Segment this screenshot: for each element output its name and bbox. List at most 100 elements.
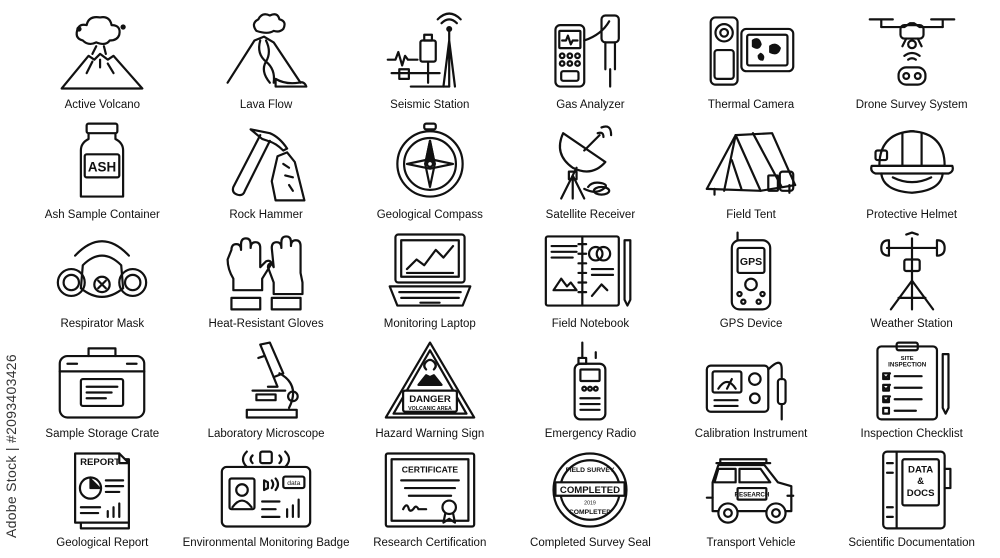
microscope-icon [218, 339, 314, 423]
gps-icon: GPS [703, 229, 799, 313]
grid-item-emergency-radio: Emergency Radio [510, 337, 671, 447]
item-label: Inspection Checklist [860, 427, 963, 440]
badge-data-text: data [287, 481, 300, 488]
grid-item-calibration-instrument: Calibration Instrument [671, 337, 832, 447]
grid-item-geological-report: REPORT Geological Report [22, 446, 183, 556]
item-label: Hazard Warning Sign [375, 427, 485, 440]
item-label: Sample Storage Crate [45, 427, 160, 440]
binder-docs-text: DOCS [906, 488, 934, 499]
item-label: Geological Report [56, 537, 149, 550]
grid-item-heat-resistant-gloves: Heat-Resistant Gloves [183, 227, 350, 337]
gas-analyzer-icon [542, 10, 638, 94]
item-label: Calibration Instrument [694, 427, 808, 440]
item-label: Research Certification [373, 537, 487, 550]
seal-icon: FIELD SURVEY COMPLETED 2019 COMPLETED [542, 448, 638, 532]
grid-item-rock-hammer: Rock Hammer [183, 118, 350, 228]
item-label: Transport Vehicle [706, 537, 796, 550]
volcano-icon [54, 10, 150, 94]
icon-grid: Active Volcano Lava Flow Seismic Station [22, 8, 992, 556]
item-label: Gas Analyzer [556, 99, 625, 111]
grid-item-hazard-warning-sign: DANGER VOLCANIC AREA Hazard Warning Sign [349, 337, 510, 447]
watermark-id: Adobe Stock | #2093403426 [3, 354, 19, 538]
grid-item-field-notebook: Field Notebook [510, 227, 671, 337]
drone-icon [864, 10, 960, 94]
jar-label-text: ASH [88, 159, 116, 174]
grid-item-lava-flow: Lava Flow [183, 8, 350, 118]
sign-danger-text: DANGER [409, 394, 451, 405]
binder-icon: DATA & DOCS [864, 448, 960, 532]
gps-screen-text: GPS [740, 256, 762, 268]
rock-hammer-icon [218, 120, 314, 204]
grid-item-transport-vehicle: RESEARCH Transport Vehicle [671, 446, 832, 556]
grid-item-weather-station: Weather Station [831, 227, 992, 337]
grid-item-environmental-monitoring-badge: data Environmental Monitoring Badge [183, 446, 349, 556]
grid-item-completed-survey-seal: FIELD SURVEY COMPLETED 2019 COMPLETED Co… [510, 446, 671, 556]
item-label: Emergency Radio [544, 427, 637, 440]
seal-bottom-text: COMPLETED [569, 509, 611, 516]
report-title-text: REPORT [80, 457, 120, 468]
grid-item-ash-sample-container: ASH Ash Sample Container [22, 118, 183, 228]
ash-jar-icon: ASH [54, 120, 150, 204]
grid-item-geological-compass: Geological Compass [349, 118, 510, 228]
seal-top-text: FIELD SURVEY [566, 467, 615, 474]
calibration-icon [703, 339, 799, 423]
grid-item-seismic-station: Seismic Station [349, 8, 510, 118]
grid-item-laboratory-microscope: Laboratory Microscope [183, 337, 350, 447]
item-label: Monitoring Laptop [383, 318, 476, 331]
item-label: Satellite Receiver [545, 208, 636, 221]
grid-item-respirator-mask: Respirator Mask [22, 227, 183, 337]
compass-icon [382, 120, 478, 204]
grid-item-inspection-checklist: SITE INSPECTION Inspection Checklist [831, 337, 992, 447]
report-icon: REPORT [54, 448, 150, 532]
vehicle-door-text: RESEARCH [735, 492, 770, 499]
grid-item-satellite-receiver: Satellite Receiver [510, 118, 671, 228]
grid-item-protective-helmet: Protective Helmet [831, 118, 992, 228]
warning-sign-icon: DANGER VOLCANIC AREA [382, 339, 478, 423]
grid-item-scientific-documentation: DATA & DOCS Scientific Documentation [831, 446, 992, 556]
seal-year-text: 2019 [585, 501, 597, 507]
item-label: Rock Hammer [229, 208, 303, 221]
item-label: Laboratory Microscope [207, 427, 325, 440]
item-label: Field Tent [726, 208, 776, 221]
item-label: Weather Station [870, 318, 953, 331]
respirator-icon [54, 229, 150, 313]
radio-icon [542, 339, 638, 423]
item-label: Drone Survey System [855, 99, 968, 111]
item-label: Field Notebook [551, 318, 630, 331]
item-label: Protective Helmet [866, 208, 958, 221]
grid-item-active-volcano: Active Volcano [22, 8, 183, 118]
item-label: Respirator Mask [60, 318, 145, 331]
item-label: Heat-Resistant Gloves [208, 318, 324, 331]
badge-icon: data [218, 448, 314, 532]
binder-data-text: DATA [908, 465, 933, 476]
gloves-icon [218, 229, 314, 313]
lava-flow-icon [218, 10, 314, 94]
grid-item-gps-device: GPS GPS Device [671, 227, 832, 337]
item-label: Seismic Station [390, 99, 470, 111]
grid-item-monitoring-laptop: Monitoring Laptop [349, 227, 510, 337]
item-label: Geological Compass [376, 208, 483, 221]
crate-icon [54, 339, 150, 423]
weather-station-icon [864, 229, 960, 313]
notebook-icon [542, 229, 638, 313]
vehicle-icon: RESEARCH [703, 448, 799, 532]
grid-item-thermal-camera: Thermal Camera [671, 8, 832, 118]
tent-icon [703, 120, 799, 204]
grid-item-gas-analyzer: Gas Analyzer [510, 8, 671, 118]
grid-item-research-certification: CERTIFICATE Research Certification [349, 446, 510, 556]
checklist-icon: SITE INSPECTION [864, 339, 960, 423]
grid-item-field-tent: Field Tent [671, 118, 832, 228]
item-label: Scientific Documentation [848, 537, 975, 550]
item-label: GPS Device [719, 318, 783, 331]
checklist-site-text: SITE [900, 356, 913, 362]
seal-main-text: COMPLETED [560, 485, 620, 496]
laptop-icon [382, 229, 478, 313]
item-label: Completed Survey Seal [530, 537, 651, 550]
sign-area-text: VOLCANIC AREA [408, 406, 452, 412]
certificate-icon: CERTIFICATE [382, 448, 478, 532]
binder-amp-text: & [917, 477, 924, 488]
certificate-title-text: CERTIFICATE [402, 465, 459, 475]
grid-item-drone-survey: Drone Survey System [831, 8, 992, 118]
checklist-title-text: INSPECTION [888, 361, 927, 368]
satellite-dish-icon [542, 120, 638, 204]
